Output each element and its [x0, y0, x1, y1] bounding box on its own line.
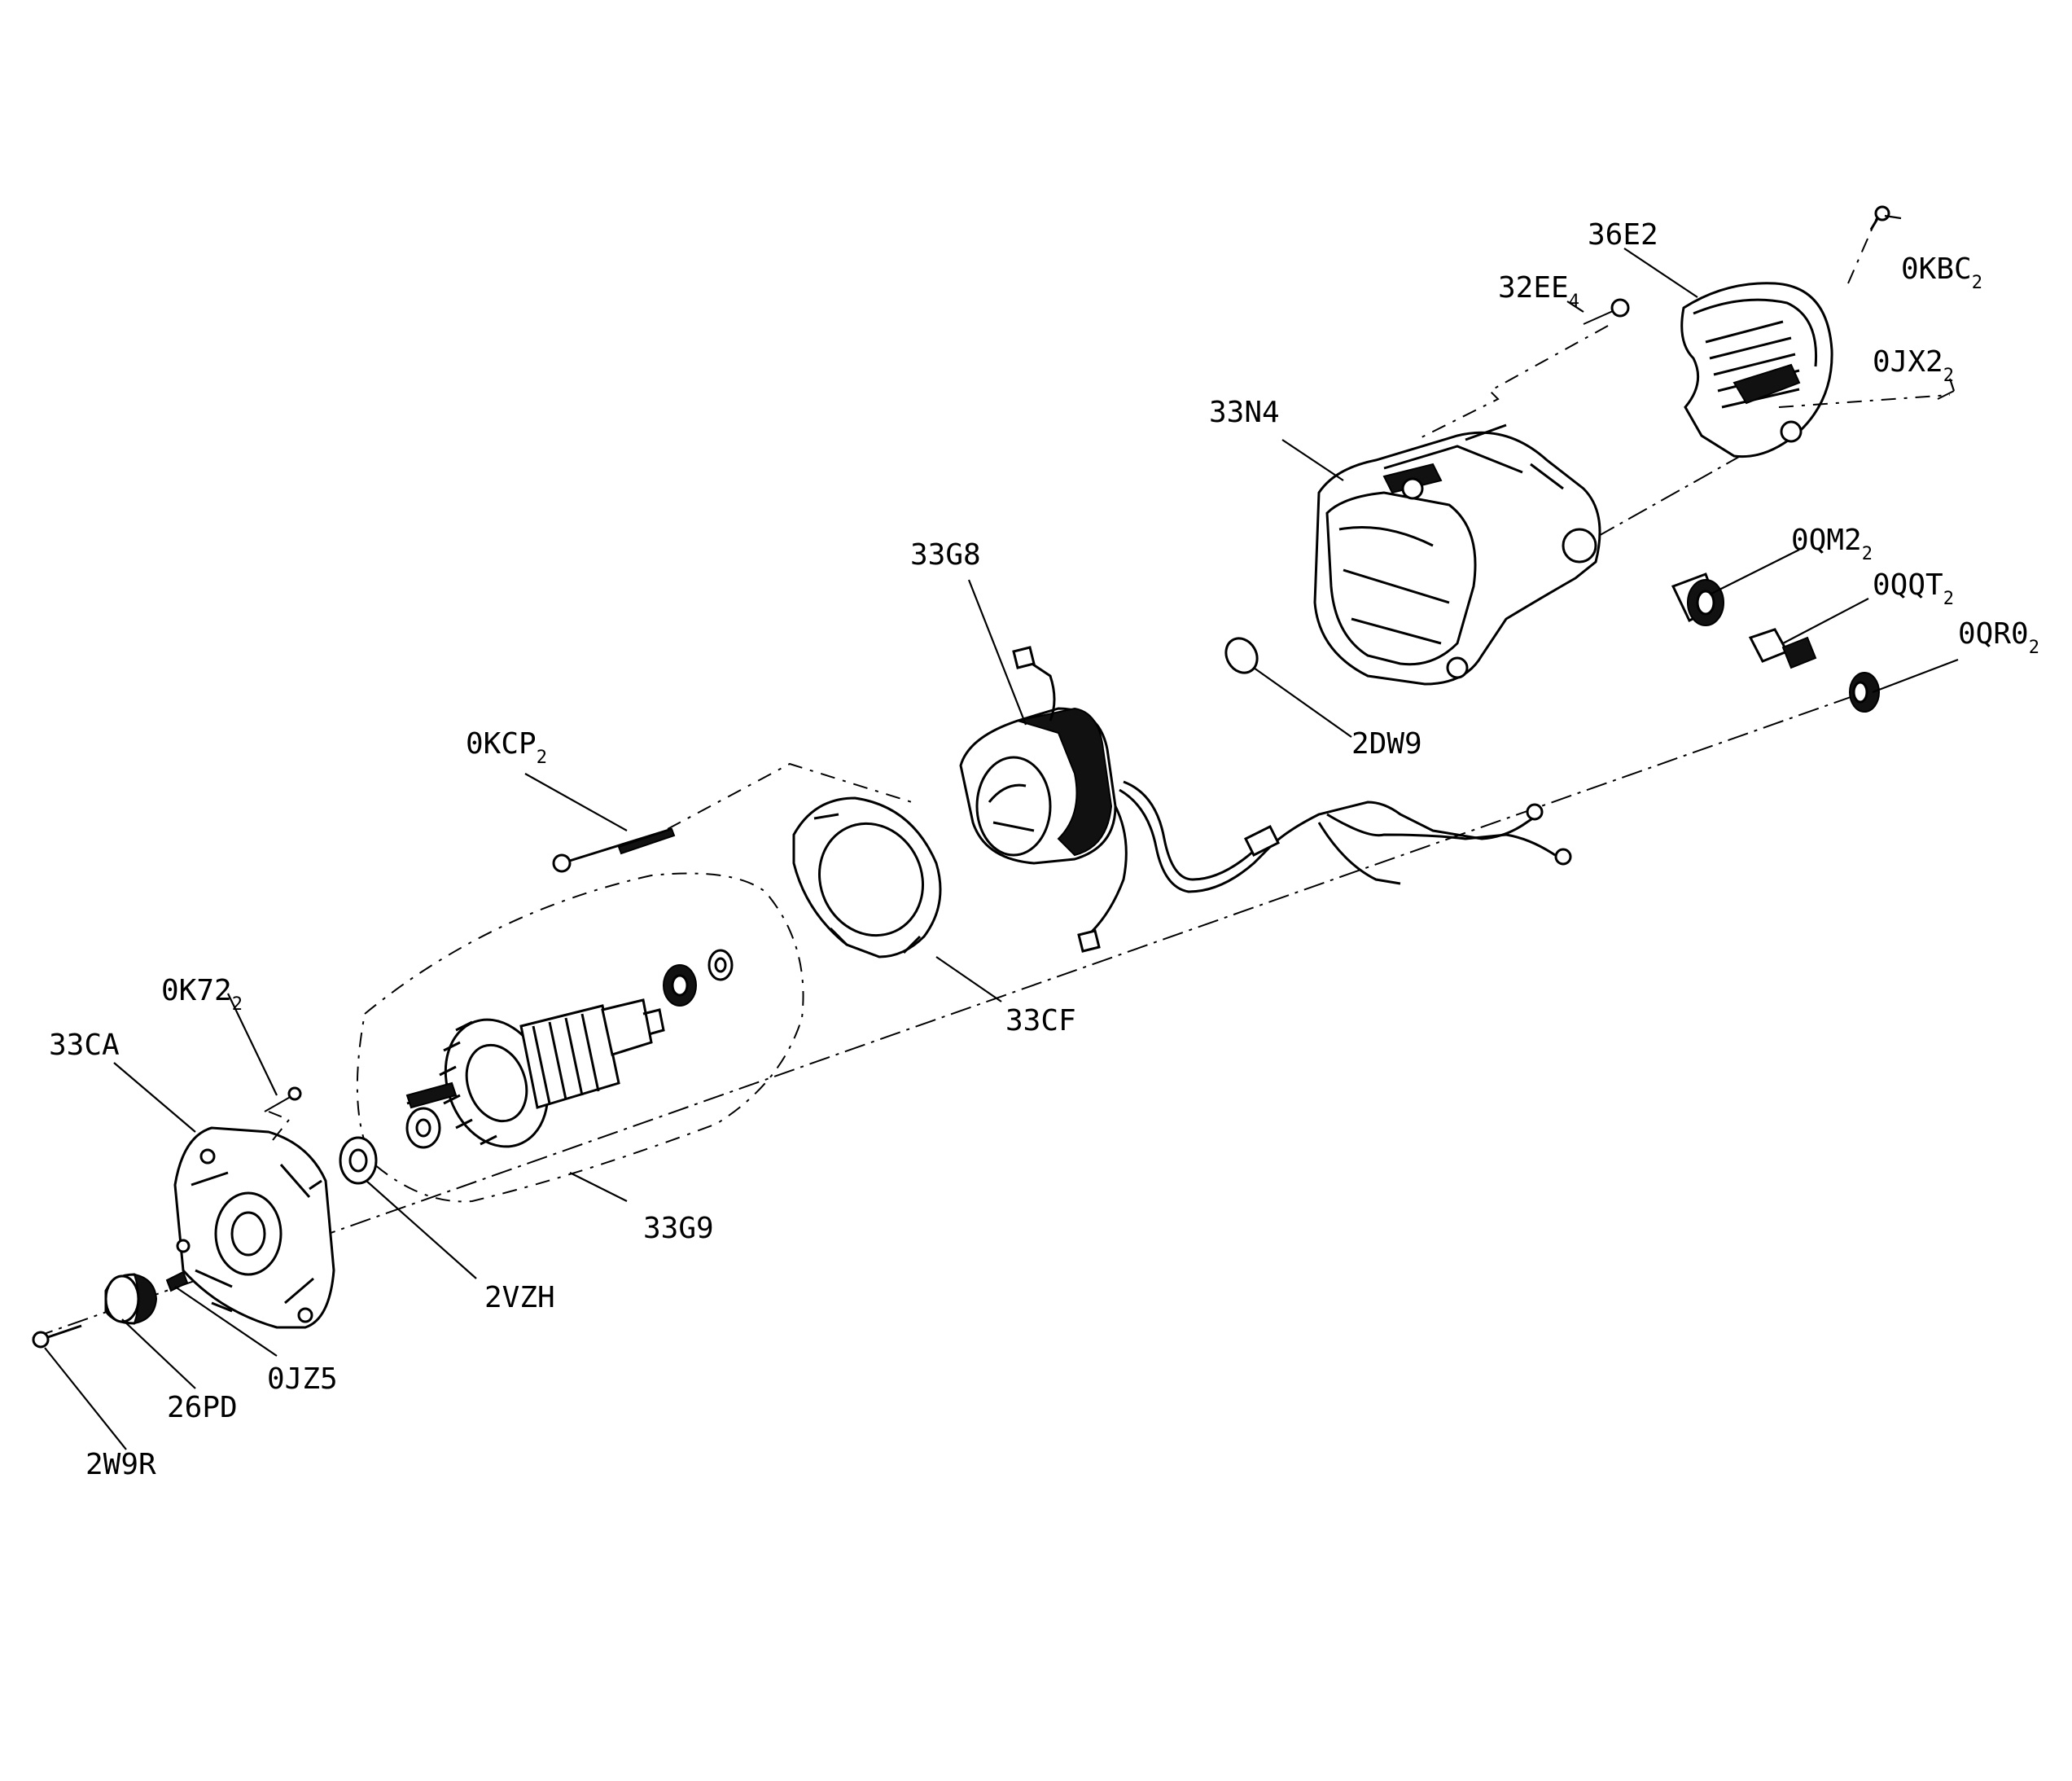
- brush-holder-0QM22: [1671, 572, 1724, 626]
- label-0K722: 0K722: [161, 974, 243, 1015]
- part-labels: 36E2 0KBC2 32EE4 0JX22 33N4 0QM22 0QQT2 …: [49, 218, 2039, 1481]
- label-36E2: 36E2: [1588, 218, 1658, 252]
- screw-32EE4: [1416, 298, 1630, 441]
- through-bolt-0KCP2: [552, 762, 913, 873]
- armature-assembly-33G9: [356, 872, 804, 1203]
- label-0QM22: 0QM22: [1791, 524, 1873, 564]
- field-stator-33G8: [959, 646, 1572, 953]
- label-0QR02: 0QR02: [1958, 617, 2039, 658]
- set-screw-0JZ5: [165, 1270, 189, 1292]
- motor-housing-33N4: [1313, 423, 1601, 686]
- label-33G9: 33G9: [643, 1212, 714, 1245]
- knob-26PD: [104, 1273, 158, 1325]
- label-2DW9: 2DW9: [1351, 727, 1422, 761]
- o-ring-2DW9: [1224, 637, 1259, 674]
- brush-cap-0QR02: [1849, 672, 1880, 713]
- label-33G8: 33G8: [910, 538, 981, 572]
- screw-0KBC2: [1847, 205, 1890, 284]
- assembly-axis: [32, 427, 1865, 1339]
- label-0JX22: 0JX22: [1873, 345, 1954, 386]
- label-2W9R: 2W9R: [85, 1448, 156, 1481]
- bearing-2VZH: [339, 1136, 378, 1185]
- label-33N4: 33N4: [1209, 396, 1280, 429]
- label-0KBC2: 0KBC2: [1901, 252, 1982, 293]
- screw-0JX22: [1778, 390, 1955, 408]
- label-0JZ5: 0JZ5: [267, 1362, 338, 1396]
- end-plate-33CA: [173, 1126, 335, 1329]
- baffle-33CF: [792, 796, 942, 958]
- label-33CA: 33CA: [49, 1029, 120, 1062]
- brush-cover-36E2: [1680, 282, 1833, 458]
- leader-lines: [44, 214, 1959, 1450]
- label-0QQT2: 0QQT2: [1873, 568, 1954, 609]
- label-2VZH: 2VZH: [484, 1281, 555, 1314]
- carbon-brush-0QQT2: [1748, 628, 1817, 669]
- label-33CF: 33CF: [1005, 1004, 1076, 1037]
- screw-2W9R: [32, 1324, 82, 1349]
- label-32EE4: 32EE4: [1498, 271, 1579, 312]
- label-0KCP2: 0KCP2: [466, 727, 547, 768]
- label-26PD: 26PD: [167, 1391, 238, 1424]
- screw-0K722: [264, 1086, 302, 1141]
